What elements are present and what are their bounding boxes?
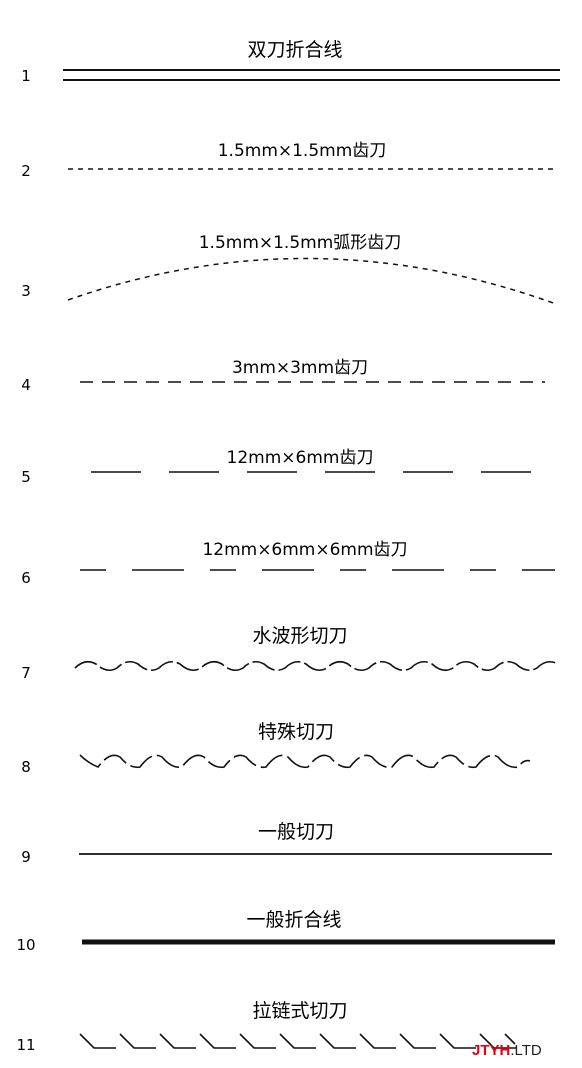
row-1-line [63, 69, 560, 81]
row-7-number: 7 [21, 664, 31, 682]
row-3-line [67, 257, 557, 305]
row-9-number: 9 [21, 848, 31, 866]
row-6-label: 12mm×6mm×6mm齿刀 [202, 540, 407, 560]
row-4-label: 3mm×3mm齿刀 [232, 358, 368, 378]
row-10-label: 一般折合线 [246, 909, 341, 931]
row-2-label: 1.5mm×1.5mm齿刀 [218, 141, 387, 161]
row-1-label: 双刀折合线 [247, 39, 342, 61]
row-7-line [74, 660, 559, 672]
watermark-brand: JTYH [472, 1042, 511, 1059]
row-9-label: 一般切刀 [258, 821, 334, 843]
watermark-suffix: .LTD [510, 1042, 542, 1059]
row-3-label: 1.5mm×1.5mm弧形齿刀 [199, 233, 402, 253]
watermark-logo: JTYH.LTD [472, 1042, 542, 1059]
row-6-number: 6 [21, 569, 31, 587]
row-11-line [79, 1033, 516, 1049]
row-4-number: 4 [21, 376, 31, 394]
row-8-line [79, 754, 531, 769]
row-5-number: 5 [21, 468, 31, 486]
row-10-number: 10 [16, 936, 35, 954]
row-8-label: 特殊切刀 [258, 721, 334, 743]
row-1-number: 1 [21, 67, 31, 85]
row-3-number: 3 [21, 282, 31, 300]
row-7-label: 水波形切刀 [252, 625, 347, 647]
row-11-number: 11 [16, 1036, 35, 1054]
row-11-label: 拉链式切刀 [252, 1000, 347, 1022]
row-5-label: 12mm×6mm齿刀 [227, 448, 374, 468]
row-2-number: 2 [21, 162, 31, 180]
row-8-number: 8 [21, 758, 31, 776]
